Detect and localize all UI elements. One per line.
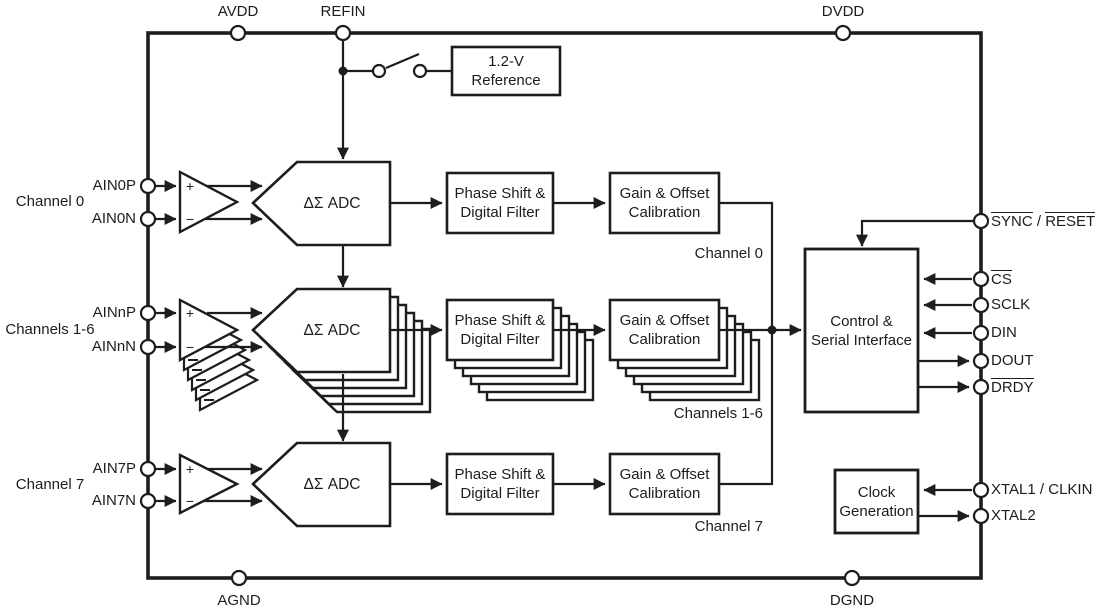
- clock-box-label: Clock Generation: [839, 483, 914, 520]
- pin-label-ainnn: AINnN: [91, 338, 136, 355]
- row-caption-ch7: Channel 7: [694, 518, 763, 535]
- reference-box-label: 1.2-V Reference: [471, 53, 541, 89]
- pin-ain7p: [139, 460, 157, 478]
- pin-ainnn: [139, 338, 157, 356]
- row-caption-ch16: Channels 1-6: [673, 405, 763, 422]
- pin-label-dgnd: DGND: [829, 592, 875, 609]
- gain-label-ch16: Gain & Offset Calibration: [619, 312, 710, 348]
- pin-label-ainnp: AINnP: [92, 304, 136, 321]
- sync-reset-line: [856, 219, 974, 247]
- pin-ain0n: [139, 210, 157, 228]
- gain-label-ch7: Gain & Offset Calibration: [619, 466, 710, 502]
- adc-label-ch16: ΔΣ ADC: [303, 322, 361, 339]
- amp-plus-ch7: +: [185, 461, 195, 477]
- junction-dot-bus: [767, 325, 777, 335]
- pin-ain7n: [139, 492, 157, 510]
- amp-plus-ch16: +: [185, 305, 195, 321]
- pin-dout: [972, 352, 990, 370]
- phase-stack-ch16: [445, 298, 595, 402]
- amp-stack-ch16: [178, 298, 260, 412]
- pin-circles: [139, 24, 990, 587]
- clock-box: [833, 468, 920, 535]
- switch-contact-right: [412, 63, 428, 79]
- amp-minus-ch16: −: [185, 339, 195, 355]
- clock-generation: [833, 468, 972, 535]
- adc-label-ch7: ΔΣ ADC: [303, 476, 361, 493]
- pin-cs: [972, 270, 990, 288]
- pin-label-ain7n: AIN7N: [91, 492, 136, 509]
- phase-label-ch7: Phase Shift & Digital Filter: [454, 466, 546, 502]
- pin-label-ain0n: AIN0N: [91, 210, 136, 227]
- channels16-row: [156, 287, 802, 442]
- adc-stack-ch16: [251, 287, 432, 414]
- channel-group-label-16: Channels 1-6: [5, 321, 95, 338]
- control-interface: [803, 219, 974, 414]
- junction-dot-refin: [338, 66, 348, 76]
- pin-label-dout: DOUT: [991, 352, 1034, 369]
- pin-dgnd: [843, 569, 861, 587]
- pin-label-din: DIN: [991, 324, 1017, 341]
- channel0-row: [156, 160, 721, 247]
- row-caption-ch0: Channel 0: [694, 245, 763, 262]
- phase-label-ch0: Phase Shift & Digital Filter: [454, 185, 546, 221]
- pin-xtal1: [972, 481, 990, 499]
- pin-label-agnd: AGND: [217, 592, 261, 609]
- amp-stack-minus-marks: [188, 359, 214, 401]
- switch-lever: [385, 52, 420, 70]
- control-box-label: Control & Serial Interface: [811, 312, 912, 349]
- pin-label-drdy: DRDY: [991, 378, 1034, 396]
- data-bus: [719, 201, 777, 486]
- reference-box: [450, 45, 562, 97]
- amp-minus-ch0: −: [185, 211, 195, 227]
- bus-line: [719, 201, 774, 486]
- gain-stack-ch16: [608, 298, 761, 402]
- pin-dvdd: [834, 24, 852, 42]
- pin-label-ain0p: AIN0P: [92, 177, 136, 194]
- channel7-row: [156, 441, 721, 528]
- pin-label-sclk: SCLK: [991, 296, 1031, 313]
- control-box: [803, 247, 920, 414]
- pin-drdy: [972, 378, 990, 396]
- amp-plus-ch0: +: [185, 178, 195, 194]
- channel-group-label-7: Channel 7: [15, 476, 85, 493]
- pin-sync-reset: [972, 212, 990, 230]
- pin-agnd: [230, 569, 248, 587]
- channel-group-label-0: Channel 0: [15, 193, 85, 210]
- refin-net: [337, 40, 451, 288]
- pin-ainnp: [139, 304, 157, 322]
- adc-label-ch0: ΔΣ ADC: [303, 195, 361, 212]
- pin-label-xtal1-clkin: XTAL1 / CLKIN: [991, 481, 1093, 498]
- pin-label-xtal2: XTAL2: [991, 507, 1036, 524]
- phase-label-ch16: Phase Shift & Digital Filter: [454, 312, 546, 348]
- pin-label-ain7p: AIN7P: [92, 460, 136, 477]
- pin-label-refin: REFIN: [320, 3, 366, 20]
- pin-refin: [334, 24, 352, 42]
- pin-avdd: [229, 24, 247, 42]
- pin-label-dvdd: DVDD: [821, 3, 865, 20]
- pin-ain0p: [139, 177, 157, 195]
- pin-din: [972, 324, 990, 342]
- pin-label-sync-reset: SYNC / RESET: [991, 212, 1096, 230]
- amp-minus-ch7: −: [185, 493, 195, 509]
- pin-label-avdd: AVDD: [217, 3, 259, 20]
- pin-xtal2: [972, 507, 990, 525]
- pin-label-cs: CS: [991, 270, 1012, 288]
- gain-label-ch0: Gain & Offset Calibration: [619, 185, 710, 221]
- pin-sclk: [972, 296, 990, 314]
- switch-contact-left: [371, 63, 387, 79]
